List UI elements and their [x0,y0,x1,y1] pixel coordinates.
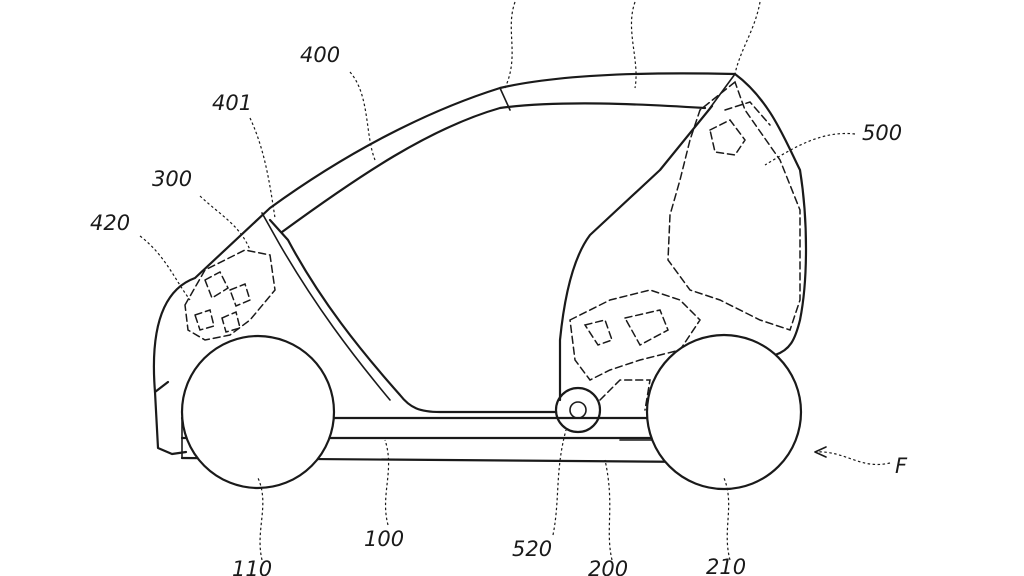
rear-pillar [558,104,714,402]
label-420: 420 [90,211,130,235]
label-100: 100 [364,527,404,551]
pivot-joint-520 [554,386,602,434]
leader-lines [139,1,891,561]
label-500: 500 [862,121,902,145]
label-400: 400 [300,43,340,67]
body-shell-outline [152,72,808,394]
label-F: F [895,454,908,478]
door-opening [268,218,558,414]
bumper-panel [153,380,188,456]
roof-inner-line [280,102,707,234]
label-210: 210 [706,555,746,576]
label-401: 401 [212,91,252,115]
roof-joint-rear [709,73,736,109]
label-300: 300 [152,167,192,191]
label-520: 520 [512,537,552,561]
wheel-210 [645,333,803,491]
label-110: 110 [232,557,272,576]
a-pillar-line [261,212,391,401]
front-frame-dashed [184,249,276,341]
roof-joint-620 [499,87,511,111]
wheel-110 [180,334,336,490]
rear-frame-dashed [569,80,801,411]
label-200: 200 [588,557,628,576]
